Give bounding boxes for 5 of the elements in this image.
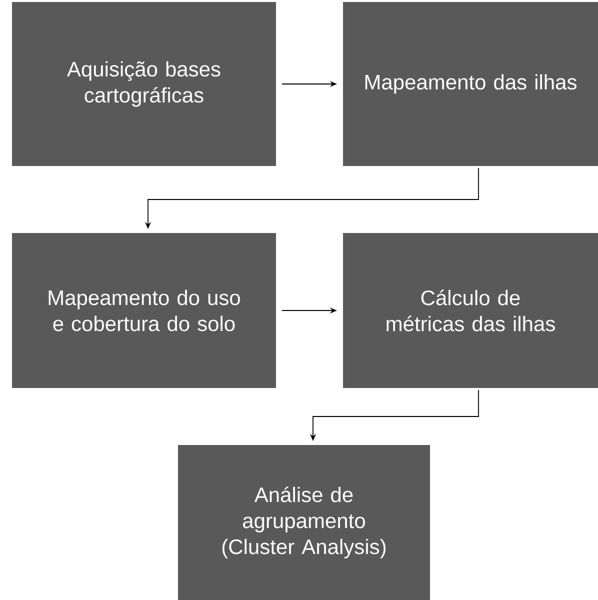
process-box: Mapeamento das ilhas (343, 2, 598, 166)
process-box: Aquisição bases cartográficas (12, 2, 276, 166)
process-box: Mapeamento do uso e cobertura do solo (12, 233, 276, 388)
process-box: Análise de agrupamento (Cluster Analysis) (178, 445, 430, 600)
process-box: Cálculo de métricas das ilhas (343, 233, 598, 388)
